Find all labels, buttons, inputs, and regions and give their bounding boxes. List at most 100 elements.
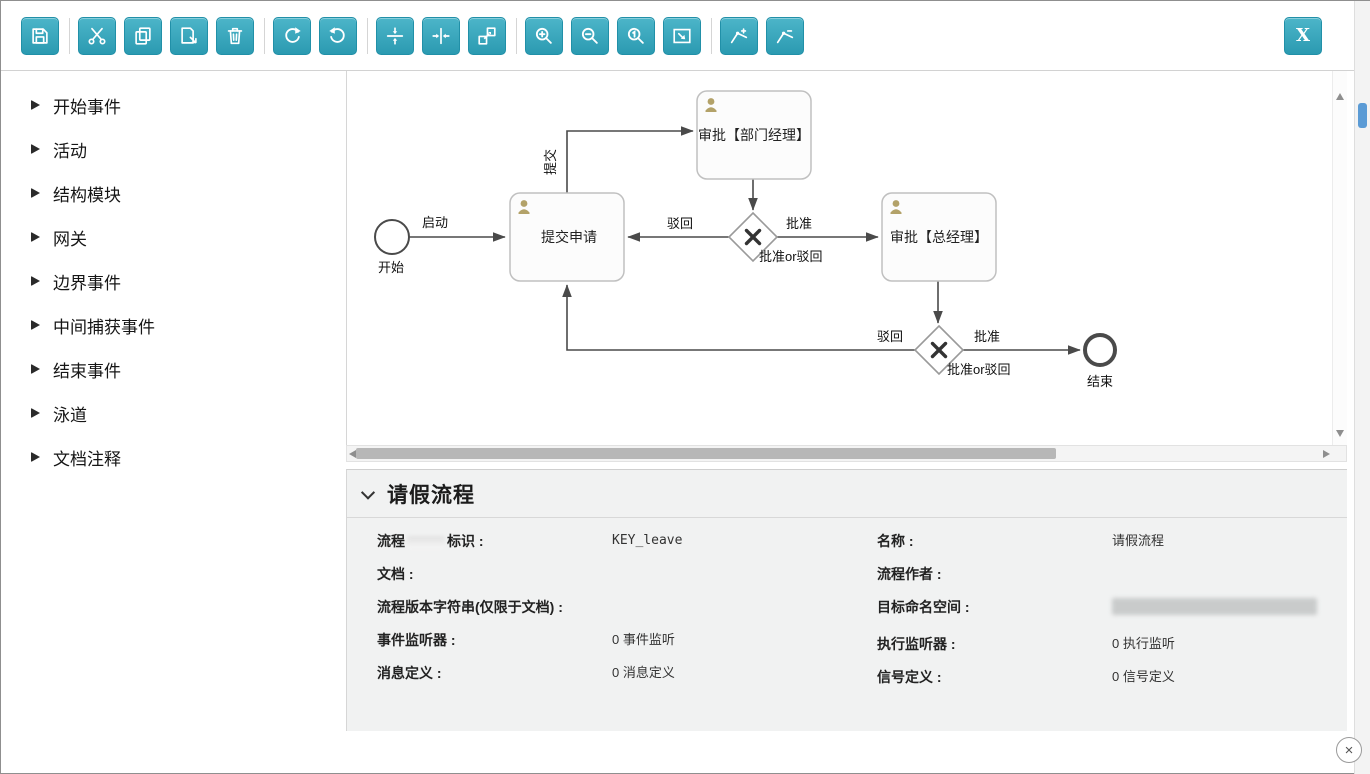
diagram-canvas[interactable]: 开始 启动 提交申请 提交 审批【部门经理】 驳回 批准 批准or驳回 [346,71,1347,445]
zoom-actual-button[interactable] [617,16,655,55]
task-submit-request[interactable] [509,192,625,282]
scroll-up-icon[interactable] [1336,93,1344,100]
trash-icon [227,27,243,44]
horizontal-scroll-thumb[interactable] [356,448,1056,459]
palette-item-activities[interactable]: 活动 [1,127,346,171]
align-center-button[interactable] [422,16,460,55]
palette-item-label: 结构模块 [53,185,121,205]
close-designer-button[interactable]: X [1284,16,1322,55]
gateway2-approve-label: 批准 [974,329,1000,344]
process-title: 请假流程 [387,483,475,507]
palette-item-label: 网关 [53,229,87,249]
sequence-flows[interactable] [409,126,1081,355]
start-event[interactable] [374,219,410,255]
palette-item-intermediate-catching-events[interactable]: 中间捕获事件 [1,303,346,347]
palette-item-end-events[interactable]: 结束事件 [1,347,346,391]
zoom-out-icon [581,27,598,44]
palette-item-swimlanes[interactable]: 泳道 [1,391,346,435]
property-label: 消息定义 : [377,665,442,681]
properties-right-column: 名称 : 请假流程 流程作者 : 目标命名空间 : 执行监听器 : 0 执行监听… [877,532,1347,701]
task-approve-dept-manager[interactable] [696,90,812,180]
paste-button[interactable] [170,16,208,55]
canvas-horizontal-scrollbar[interactable] [346,445,1347,462]
chevron-right-icon [31,408,40,418]
palette-item-label: 泳道 [53,405,87,425]
close-panel-button[interactable]: × [1336,737,1362,763]
bendpoint-add-icon [730,27,748,43]
zoom-out-button[interactable] [571,16,609,55]
canvas-vertical-scrollbar[interactable] [1332,71,1347,445]
property-value-message-definitions[interactable]: 0 消息定义 [612,665,675,680]
page-scroll-thumb[interactable] [1358,103,1367,128]
gateway1-approve-label: 批准 [786,216,812,231]
gateway2-reject-label: 驳回 [877,329,903,344]
property-row-target-namespace: 目标命名空间 : [877,598,1347,620]
chevron-right-icon [31,100,40,110]
redacted-value [1112,598,1317,615]
cut-button[interactable] [78,16,116,55]
palette-item-gateways[interactable]: 网关 [1,215,346,259]
gateway-x-icon [744,228,762,246]
redo-icon [285,26,301,43]
property-value-event-listeners[interactable]: 0 事件监听 [612,632,675,647]
page-vertical-scrollbar[interactable] [1354,1,1370,774]
property-row-message-definitions: 消息定义 : 0 消息定义 [377,664,877,682]
toolbar-separator [69,17,70,54]
end-event[interactable] [1083,333,1117,367]
fit-to-window-icon [673,28,691,43]
process-diagram[interactable]: 开始 启动 提交申请 提交 审批【部门经理】 驳回 批准 批准or驳回 [347,71,1332,445]
property-label: 事件监听器 : [377,632,456,648]
toolbar-separator [516,17,517,54]
property-value-process-id[interactable]: KEY_leave [612,533,683,548]
align-middle-button[interactable] [376,16,414,55]
copy-icon [135,26,151,45]
undo-icon [329,26,345,43]
undo-button[interactable] [319,16,357,55]
zoom-in-button[interactable] [525,16,563,55]
flow-submit-to-dept-manager[interactable] [566,126,694,193]
start-event-label: 开始 [378,260,404,275]
scroll-left-icon[interactable] [349,450,356,458]
property-value-execution-listeners[interactable]: 0 执行监听 [1112,636,1175,651]
property-row-documentation: 文档 : [377,565,877,583]
property-label: 流程版本字符串(仅限于文档) : [377,599,563,615]
property-row-signal-definitions: 信号定义 : 0 信号定义 [877,668,1347,686]
property-label: 文档 : [377,566,414,582]
palette-item-boundary-events[interactable]: 边界事件 [1,259,346,303]
property-value-target-namespace[interactable] [1112,598,1317,620]
save-button[interactable] [21,16,59,55]
gateway-x-icon [930,341,948,359]
property-row-event-listeners: 事件监听器 : 0 事件监听 [377,631,877,649]
chevron-down-icon [360,485,376,500]
scroll-right-icon[interactable] [1323,450,1330,458]
property-value-name[interactable]: 请假流程 [1112,533,1165,548]
palette-item-artifacts[interactable]: 文档注释 [1,435,346,479]
palette-item-label: 中间捕获事件 [53,317,155,337]
paste-icon [181,26,197,44]
flow-gateway2-reject-to-submit[interactable] [562,284,915,351]
same-size-button[interactable] [468,16,506,55]
copy-button[interactable] [124,16,162,55]
user-icon [890,200,902,214]
task-approve-dept-manager-label: 审批【部门经理】 [698,127,810,143]
redo-button[interactable] [273,16,311,55]
properties-left-column: 流程标识 : KEY_leave 文档 : 流程版本字符串(仅限于文档) : 事… [377,532,877,701]
palette-item-structural[interactable]: 结构模块 [1,171,346,215]
properties-panel-header[interactable]: 请假流程 [347,470,1347,518]
bendpoint-add-button[interactable] [720,16,758,55]
delete-button[interactable] [216,16,254,55]
user-icon [705,98,717,112]
bendpoint-remove-button[interactable] [766,16,804,55]
gateway2-caption: 批准or驳回 [947,362,1011,377]
property-row-name: 名称 : 请假流程 [877,532,1347,550]
user-icon [518,200,530,214]
palette-item-label: 边界事件 [53,273,121,293]
toolbar: X [1,1,1355,71]
redacted-text [407,535,445,549]
task-approve-general-manager[interactable] [881,192,997,282]
fit-to-window-button[interactable] [663,16,701,55]
scroll-down-icon[interactable] [1336,430,1344,437]
palette-item-start-events[interactable]: 开始事件 [1,83,346,127]
shape-palette: 开始事件 活动 结构模块 网关 边界事件 中间捕获事件 结束事件 泳道 文档注释 [1,71,346,469]
property-value-signal-definitions[interactable]: 0 信号定义 [1112,669,1175,684]
